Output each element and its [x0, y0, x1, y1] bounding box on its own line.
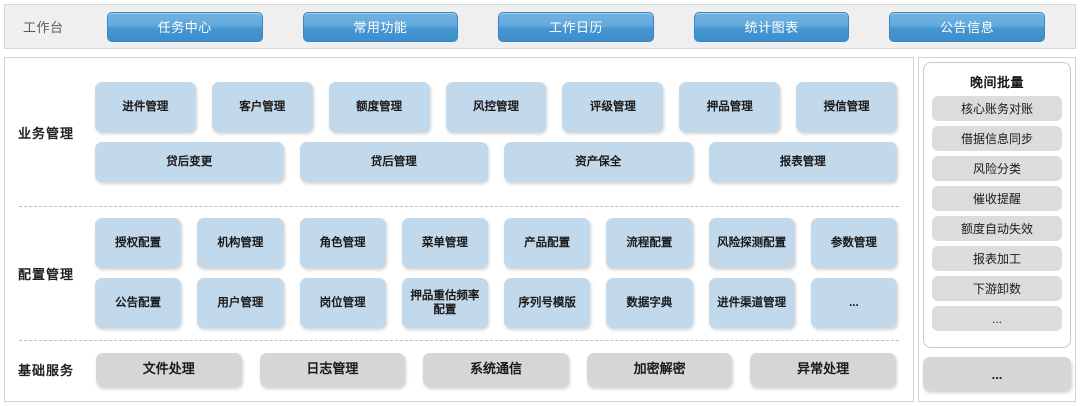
module-user-management[interactable]: 用户管理 [197, 278, 284, 328]
business-row-2: 贷后变更 贷后管理 资产保全 报表管理 [87, 142, 913, 182]
module-collateral-management[interactable]: 押品管理 [679, 82, 781, 132]
module-organization-management[interactable]: 机构管理 [197, 218, 284, 268]
nightly-batch-card: 晚间批量 核心账务对账 借据信息同步 风险分类 催收提醒 额度自动失效 报表加工… [923, 62, 1071, 348]
section-basic-services: 基础服务 文件处理 日志管理 系统通信 加密解密 异常处理 [5, 340, 913, 399]
business-rows: 进件管理 客户管理 额度管理 风控管理 评级管理 押品管理 授信管理 贷后变更 … [87, 58, 913, 206]
module-log-management[interactable]: 日志管理 [259, 352, 406, 387]
tab-work-calendar[interactable]: 工作日历 [498, 11, 654, 42]
module-intake-channel-management[interactable]: 进件渠道管理 [708, 278, 795, 328]
module-collateral-revaluation-frequency-config[interactable]: 押品重估频率配置 [401, 278, 488, 328]
module-risk-detection-config[interactable]: 风险探测配置 [708, 218, 795, 268]
module-data-dictionary[interactable]: 数据字典 [606, 278, 693, 328]
module-credit-limit-management[interactable]: 额度管理 [328, 82, 430, 132]
batch-item-core-accounting-reconciliation[interactable]: 核心账务对账 [932, 96, 1062, 121]
tab-common-functions[interactable]: 常用功能 [302, 11, 459, 42]
tab-announcements[interactable]: 公告信息 [889, 11, 1045, 42]
batch-item-more[interactable]: ... [932, 306, 1062, 331]
module-announcement-config[interactable]: 公告配置 [95, 278, 182, 328]
module-system-communication[interactable]: 系统通信 [423, 352, 569, 387]
module-post-loan-change[interactable]: 贷后变更 [95, 142, 284, 182]
module-menu-management[interactable]: 菜单管理 [401, 218, 488, 268]
section-divider-1 [19, 206, 899, 207]
basic-services-row-1: 文件处理 日志管理 系统通信 加密解密 异常处理 [87, 352, 913, 387]
nightly-batch-title: 晚间批量 [969, 75, 1024, 90]
module-post-loan-management[interactable]: 贷后管理 [299, 142, 488, 182]
module-position-management[interactable]: 岗位管理 [299, 278, 386, 328]
module-serial-number-template[interactable]: 序列号模版 [504, 278, 591, 328]
module-file-processing[interactable]: 文件处理 [96, 352, 242, 387]
module-role-management[interactable]: 角色管理 [299, 218, 386, 268]
section-divider-2 [19, 340, 899, 341]
batch-item-loan-note-info-sync[interactable]: 借据信息同步 [932, 126, 1062, 151]
module-risk-control-management[interactable]: 风控管理 [445, 82, 547, 132]
workbench-label: 工作台 [23, 20, 64, 35]
module-encryption-decryption[interactable]: 加密解密 [586, 352, 733, 387]
basic-services-rows: 文件处理 日志管理 系统通信 加密解密 异常处理 [87, 340, 913, 399]
modules-panel: 业务管理 进件管理 客户管理 额度管理 风控管理 评级管理 押品管理 授信管理 … [4, 57, 914, 402]
section-label-configuration: 配置管理 [17, 266, 74, 282]
batch-item-downstream-data-unload[interactable]: 下游卸数 [932, 276, 1062, 301]
tab-statistics-charts[interactable]: 统计图表 [693, 11, 850, 42]
module-authorization-config[interactable]: 授权配置 [95, 218, 182, 268]
section-business-management: 业务管理 进件管理 客户管理 额度管理 风控管理 评级管理 押品管理 授信管理 … [5, 58, 913, 206]
batch-panel-more-button[interactable]: ... [923, 357, 1071, 391]
batch-item-collection-reminder[interactable]: 催收提醒 [932, 186, 1062, 211]
module-product-config[interactable]: 产品配置 [504, 218, 591, 268]
module-customer-management[interactable]: 客户管理 [211, 82, 313, 132]
module-process-config[interactable]: 流程配置 [606, 218, 693, 268]
top-tab-list: 任务中心 常用功能 工作日历 统计图表 公告信息 [87, 11, 1065, 42]
section-configuration-management: 配置管理 授权配置 机构管理 角色管理 菜单管理 产品配置 流程配置 风险探测配… [5, 206, 913, 340]
module-credit-granting-management[interactable]: 授信管理 [796, 82, 898, 132]
batch-item-report-processing[interactable]: 报表加工 [932, 246, 1062, 271]
nightly-batch-panel: 晚间批量 核心账务对账 借据信息同步 风险分类 催收提醒 额度自动失效 报表加工… [918, 57, 1076, 402]
module-exception-handling[interactable]: 异常处理 [750, 352, 896, 387]
module-intake-management[interactable]: 进件管理 [95, 82, 196, 132]
module-configuration-more[interactable]: ... [810, 278, 897, 328]
batch-item-risk-classification[interactable]: 风险分类 [932, 156, 1062, 181]
batch-item-credit-limit-auto-expiry[interactable]: 额度自动失效 [932, 216, 1062, 241]
configuration-row-1: 授权配置 机构管理 角色管理 菜单管理 产品配置 流程配置 风险探测配置 参数管… [87, 218, 913, 268]
module-rating-management[interactable]: 评级管理 [562, 82, 664, 132]
configuration-rows: 授权配置 机构管理 角色管理 菜单管理 产品配置 流程配置 风险探测配置 参数管… [87, 206, 913, 340]
section-label-basic-services: 基础服务 [17, 363, 74, 378]
tab-task-center[interactable]: 任务中心 [107, 11, 263, 42]
business-row-1: 进件管理 客户管理 额度管理 风控管理 评级管理 押品管理 授信管理 [87, 82, 913, 132]
top-navigation-bar: 工作台 任务中心 常用功能 工作日历 统计图表 公告信息 [4, 4, 1076, 49]
module-report-management[interactable]: 报表管理 [708, 142, 897, 182]
configuration-row-2: 公告配置 用户管理 岗位管理 押品重估频率配置 序列号模版 数据字典 进件渠道管… [87, 278, 913, 328]
section-label-business: 业务管理 [17, 125, 74, 141]
module-parameter-management[interactable]: 参数管理 [810, 218, 897, 268]
module-asset-preservation[interactable]: 资产保全 [504, 142, 693, 182]
